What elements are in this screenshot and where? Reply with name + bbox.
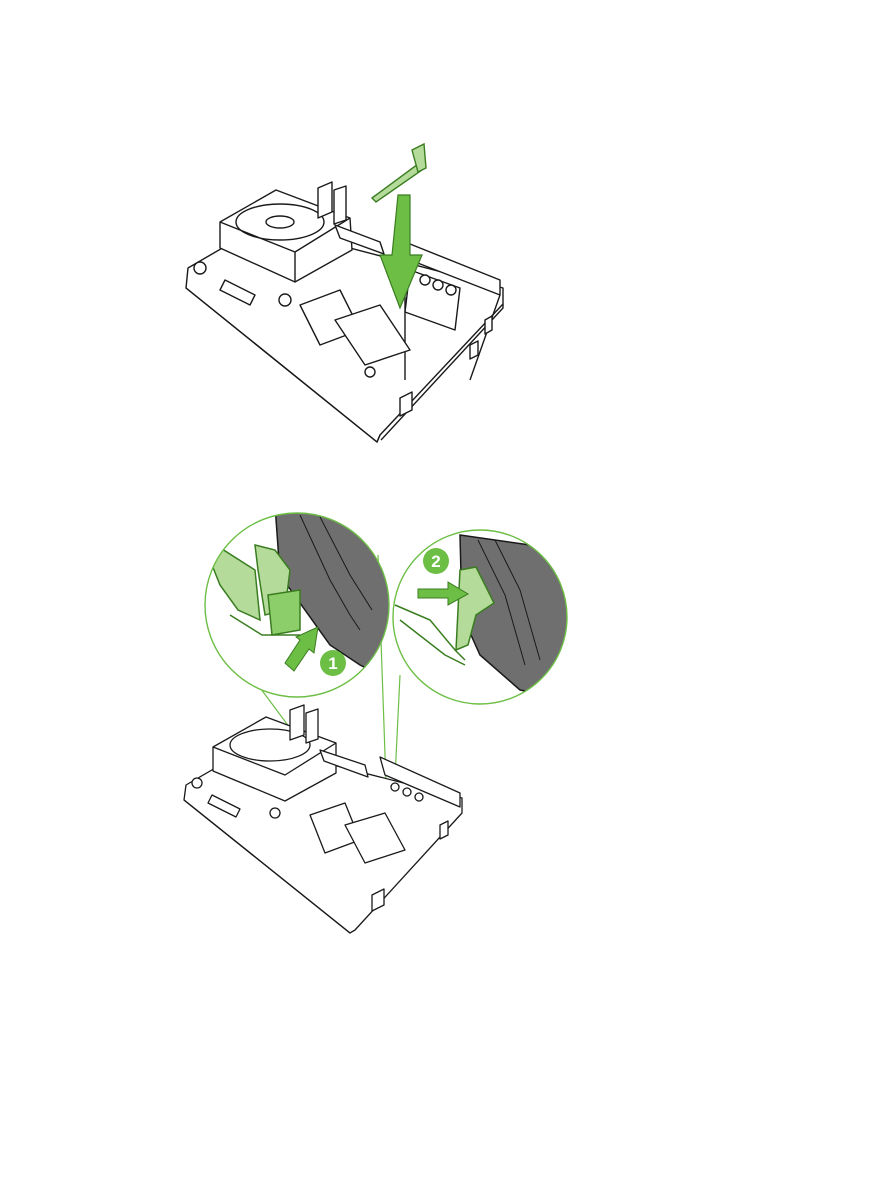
step-marker-1 [320,650,346,676]
circuit-board-icon [183,704,463,934]
down-arrow-icon [379,194,423,310]
figure-install-bracket [0,130,893,450]
up-arrow-icon [284,626,319,672]
step-marker-2 [423,548,449,574]
step-marker-1-label: 1 [328,654,337,673]
right-arrow-icon [417,581,470,606]
step-marker-2-label: 2 [431,552,440,571]
secure-bracket-illustration: 1 2 [183,512,568,934]
callout-detail-2: 2 [392,529,568,705]
install-bracket-illustration [185,142,504,443]
callout-detail-1: 1 [204,512,390,698]
bracket-icon [370,142,427,203]
figure-secure-bracket: 1 2 [0,495,893,945]
